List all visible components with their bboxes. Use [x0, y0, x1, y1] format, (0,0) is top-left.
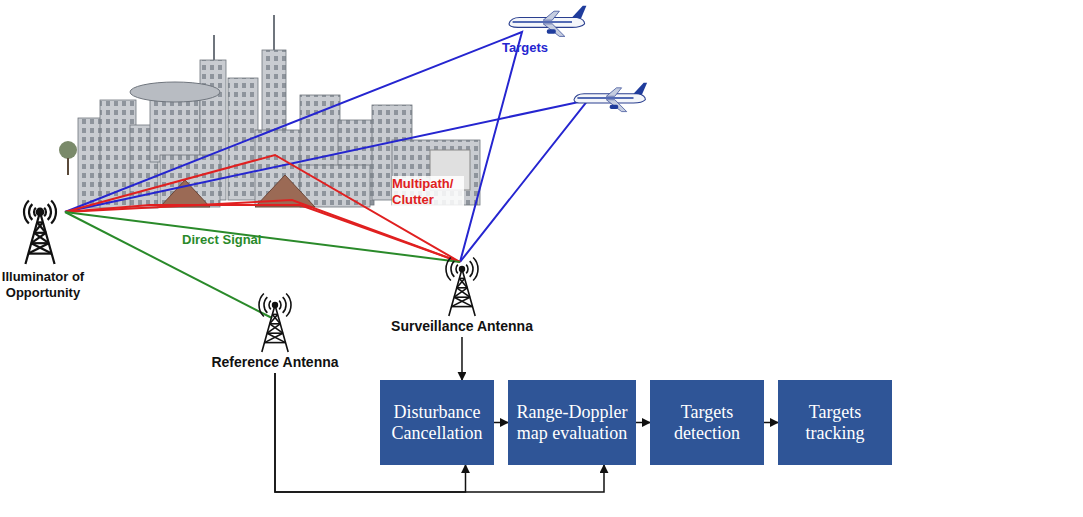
direct-signal-label: Direct Signal	[182, 232, 261, 248]
targets-label: Targets	[502, 40, 548, 56]
multipath-ray	[65, 200, 460, 262]
antenna-node: Surveillance Antenna	[389, 252, 535, 334]
antenna-node: Reference Antenna	[209, 288, 340, 370]
airplane-target	[574, 83, 647, 112]
node-text: Surveillance Antenna	[389, 318, 535, 334]
city-buildings	[59, 15, 480, 208]
node-text: Range-Doppler map evaluation	[516, 402, 628, 443]
multipath-ray	[65, 155, 460, 262]
wave-arcs	[24, 201, 56, 224]
wave-arcs	[259, 294, 291, 317]
antenna-icon	[437, 252, 487, 318]
process-box: Disturbance Cancellation	[380, 380, 494, 465]
flow-connector	[764, 422, 778, 424]
flow-connector	[494, 422, 508, 424]
node-text: Targets tracking	[786, 402, 884, 443]
airplane-target	[509, 6, 586, 37]
direct-signal-ray	[65, 212, 460, 262]
wave-arcs	[446, 258, 478, 281]
direct-signal-ray	[65, 212, 272, 318]
target-echo-ray	[65, 100, 588, 262]
antenna-icon	[250, 288, 300, 354]
process-box: Targets detection	[650, 380, 764, 465]
multipath-label: Multipath/ Clutter	[392, 176, 464, 207]
process-box: Range-Doppler map evaluation	[508, 380, 636, 465]
process-box: Targets tracking	[778, 380, 892, 465]
target-echo-ray	[65, 32, 522, 262]
flow-connector	[636, 422, 650, 424]
node-text: Disturbance Cancellation	[388, 402, 486, 443]
flow-connector	[461, 337, 463, 380]
node-text: Targets detection	[658, 402, 756, 443]
illuminator-label: Illuminator of Opportunity	[0, 269, 86, 300]
node-text: Reference Antenna	[209, 354, 340, 370]
multipath-ray	[65, 205, 460, 262]
